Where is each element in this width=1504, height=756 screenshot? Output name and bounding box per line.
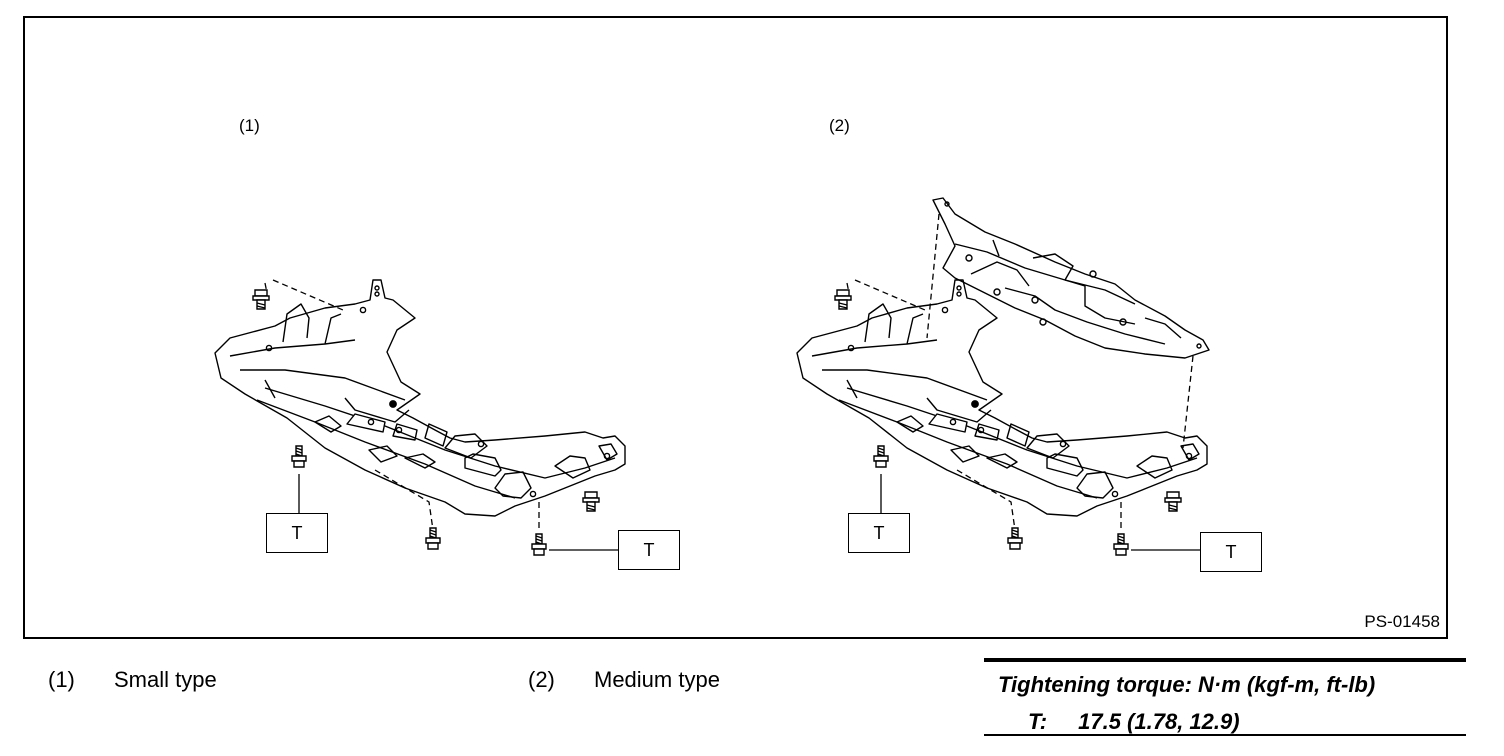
legend-text: Small type	[114, 667, 217, 692]
torque-callout-t: T	[1200, 532, 1262, 572]
panel-2-label: (2)	[829, 116, 850, 135]
panel-1-label: (1)	[239, 116, 260, 135]
undercover-illustration	[214, 197, 1210, 556]
panel2-fasteners	[834, 279, 1201, 556]
figure-id: PS-01458	[1364, 612, 1440, 631]
panel1-fasteners	[252, 279, 619, 556]
torque-symbol: T:	[1028, 709, 1048, 734]
cover-medium-type	[796, 197, 1210, 517]
torque-value: 17.5 (1.78, 12.9)	[1078, 709, 1240, 734]
figure-frame: (1) (2) T T T T PS-01458	[23, 16, 1448, 639]
torque-row: T: 17.5 (1.78, 12.9)	[1028, 709, 1240, 735]
torque-callout-t: T	[848, 513, 910, 553]
legend-text: Medium type	[594, 667, 720, 692]
torque-callout-t: T	[618, 530, 680, 570]
legend-number: (1)	[48, 667, 75, 692]
cover-small-type	[214, 279, 626, 517]
torque-heading: Tightening torque: N·m (kgf-m, ft-lb)	[998, 672, 1376, 697]
legend-number: (2)	[528, 667, 555, 692]
torque-callout-t: T	[266, 513, 328, 553]
torque-spec-table: Tightening torque: N·m (kgf-m, ft-lb) T:…	[984, 658, 1466, 736]
